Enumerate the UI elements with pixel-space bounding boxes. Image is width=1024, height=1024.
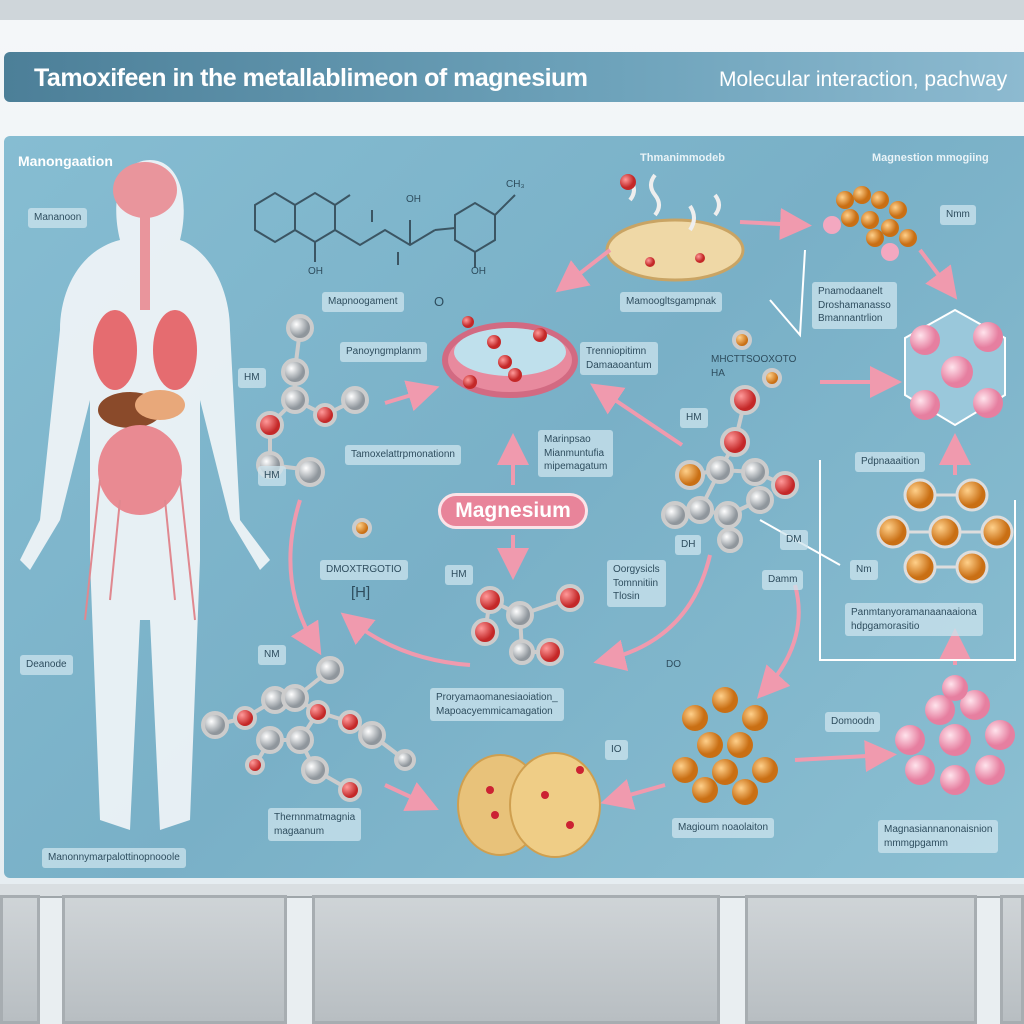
label: Domoodn <box>825 712 881 732</box>
label: O <box>434 294 445 309</box>
protein-disk-icon <box>605 173 745 282</box>
molecule-center <box>471 584 584 666</box>
tamoxifen-structure <box>254 191 516 268</box>
label: HM <box>258 466 286 486</box>
label: HM <box>680 408 708 428</box>
section-title-center: Thmanimmodeb <box>640 152 725 164</box>
label: Marinpsao Mianmuntufia mipemagatum <box>538 430 614 477</box>
cabinet-panel <box>1000 895 1024 1024</box>
orange-hexagon-molecule <box>876 478 1014 584</box>
label: Nm <box>850 560 878 580</box>
arrow <box>600 779 666 810</box>
label: Nmm <box>940 205 976 225</box>
cell-disks-icon <box>457 752 601 858</box>
magnesium-cluster-icon <box>672 687 778 805</box>
label: [H] <box>351 584 371 601</box>
arrow <box>739 208 812 240</box>
label: DMOXTRGOTIO <box>320 560 408 580</box>
section-title-left: Manongaation <box>18 153 113 169</box>
label: NM <box>258 645 286 665</box>
label: Thernnmatmagnia magaanum <box>268 808 362 841</box>
label: Panmtanyoramanaanaaiona hdpgamorasitio <box>845 603 983 636</box>
label: Magioum noaolaiton <box>672 818 775 838</box>
page-title: Tamoxifeen in the metallablimeon of magn… <box>34 64 588 92</box>
label: IO <box>605 740 628 760</box>
label: Proryamaomanesiaoiation_ Mapoacyemmicama… <box>430 688 564 721</box>
pink-hexagon-molecule <box>904 308 1006 427</box>
label: OH <box>471 266 486 277</box>
cabinet-panel <box>745 895 977 1024</box>
section-title-right: Magnestion mmogiing <box>872 152 989 164</box>
label: CH₃ <box>506 179 525 190</box>
arrow <box>794 740 897 773</box>
cabinet-panel <box>0 895 40 1024</box>
arrow <box>590 383 684 447</box>
molecule-right-center <box>352 330 799 553</box>
page-subtitle: Molecular interaction, pachway <box>719 68 1008 91</box>
label: Deanode <box>20 655 73 675</box>
molecule-bottom-left <box>201 656 416 802</box>
header-banner: Tamoxifeen in the metallablimeon of magn… <box>4 52 1024 102</box>
label: MHCTTSOOXOTO HA <box>711 354 797 379</box>
arrow <box>384 782 439 812</box>
label: Pdpnaaaition <box>855 452 926 472</box>
label: Oorgysicls Tomnnitiin Tlosin <box>607 560 666 607</box>
intestine-icon <box>98 425 182 515</box>
label: OH <box>308 266 323 277</box>
label: Magnasiannanonaisnion mmmgpgamm <box>878 820 999 853</box>
label: HM <box>238 368 266 388</box>
label: Damm <box>762 570 804 590</box>
label: Mamoogltsgampnak <box>620 292 723 312</box>
label: DM <box>780 530 808 550</box>
arrow <box>384 380 440 412</box>
label: Mapnoogament <box>322 292 404 312</box>
brain-icon <box>113 162 177 218</box>
ceiling <box>0 0 1024 20</box>
arrow <box>918 248 958 300</box>
arrow <box>555 248 612 293</box>
arrow <box>756 584 801 699</box>
cabinet-panel <box>312 895 720 1024</box>
label: Tamoxelattrpmonationn <box>345 445 461 465</box>
label: Manonnymarpalottinopnooole <box>42 848 186 868</box>
human-body-figure <box>20 160 270 830</box>
label: OH <box>406 194 421 205</box>
label: HM <box>445 565 473 585</box>
arrow <box>593 554 712 671</box>
magnesium-node: Magnesium <box>438 493 588 529</box>
arrow <box>288 499 322 656</box>
label: Pnamodaanelt Droshamanasso Bmannantrlion <box>812 282 897 329</box>
lung-icon <box>93 310 137 390</box>
pink-cluster-icon <box>895 675 1015 795</box>
label: Panoyngmplanm <box>340 342 428 362</box>
cabinet-panel <box>62 895 287 1024</box>
mitochondrion-icon <box>442 316 578 398</box>
label: DH <box>675 535 702 555</box>
label: DO <box>666 659 681 670</box>
label: Trenniopitimn Damaaoantum <box>580 342 658 375</box>
gold-cluster-icon <box>823 186 917 261</box>
arrow <box>340 612 471 667</box>
label: Mananoon <box>28 208 88 228</box>
